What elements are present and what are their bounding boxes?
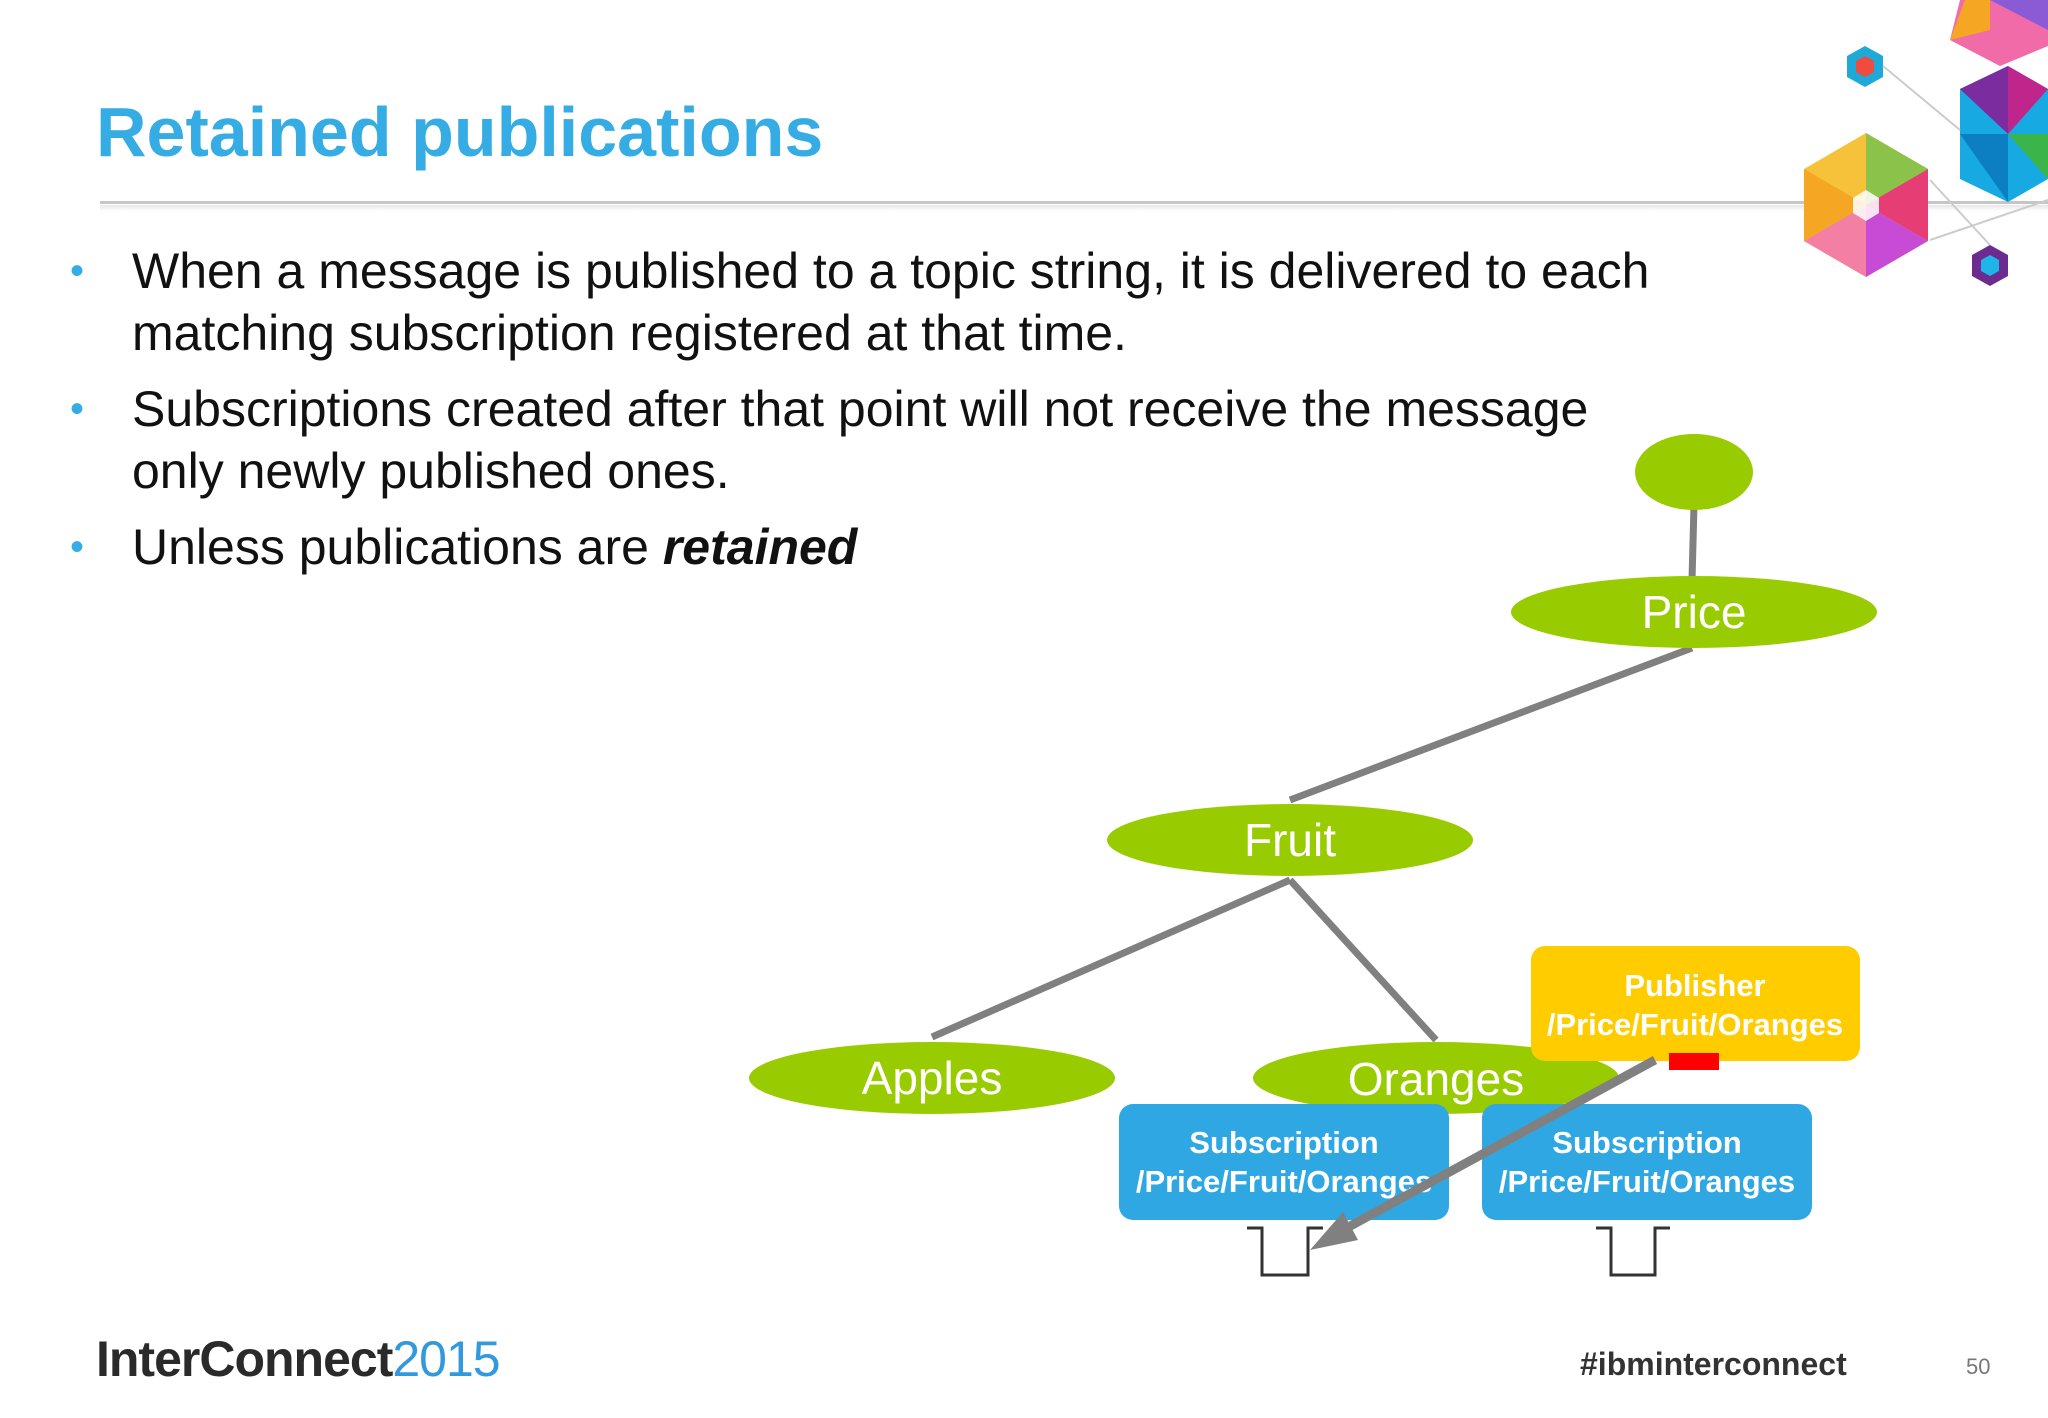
bullet-item: • Subscriptions created after that point… bbox=[70, 378, 1770, 502]
oranges-node-label: Oranges bbox=[1348, 1053, 1524, 1105]
publisher-label: Publisher bbox=[1624, 968, 1765, 1003]
bullet-item: • Unless publications are retained bbox=[70, 516, 1770, 578]
apples-node-label: Apples bbox=[862, 1052, 1003, 1104]
bullet-dot-icon: • bbox=[70, 249, 85, 293]
bullet-line: When a message is published to a topic s… bbox=[132, 243, 1650, 299]
bullet-emphasis: retained bbox=[662, 519, 858, 575]
publisher-topic: /Price/Fruit/Oranges bbox=[1547, 1007, 1843, 1042]
bullet-dot-icon: • bbox=[70, 525, 85, 569]
subscription-box: Subscription /Price/Fruit/Oranges bbox=[1119, 1104, 1449, 1220]
oranges-topic-node: Oranges bbox=[1253, 1042, 1619, 1114]
price-node-label: Price bbox=[1642, 586, 1747, 638]
logo-year: 2015 bbox=[392, 1331, 500, 1387]
publisher-box: Publisher /Price/Fruit/Oranges bbox=[1531, 946, 1860, 1061]
bullet-item: • When a message is published to a topic… bbox=[70, 240, 1770, 364]
title-divider bbox=[100, 201, 2048, 204]
interconnect-logo: InterConnect2015 bbox=[96, 1330, 501, 1388]
root-topic-node bbox=[1635, 434, 1753, 510]
fruit-node-label: Fruit bbox=[1244, 814, 1336, 866]
connector-fruit-apples bbox=[930, 876, 1292, 1041]
logo-wordmark: InterConnect bbox=[96, 1331, 393, 1387]
queue-icon bbox=[1247, 1226, 1323, 1277]
bullet-list: • When a message is published to a topic… bbox=[70, 240, 1770, 592]
queue-icon bbox=[1596, 1226, 1670, 1277]
fruit-topic-node: Fruit bbox=[1107, 804, 1473, 876]
bullet-line: matching subscription registered at that… bbox=[132, 305, 1127, 361]
hashtag-label: #ibminterconnect bbox=[1580, 1346, 1847, 1382]
subscription-box: Subscription /Price/Fruit/Oranges bbox=[1482, 1104, 1812, 1220]
apples-topic-node: Apples bbox=[749, 1042, 1115, 1114]
connector-fruit-oranges bbox=[1287, 877, 1439, 1043]
bullet-line: only newly published ones. bbox=[132, 443, 730, 499]
title-divider-shadow bbox=[100, 205, 2048, 211]
hexagon-decoration-icon bbox=[1804, 0, 2048, 286]
bullet-line: Subscriptions created after that point w… bbox=[132, 381, 1589, 437]
subscription-label: Subscription bbox=[1189, 1125, 1378, 1160]
delivery-arrowhead bbox=[1310, 1212, 1358, 1250]
page-number: 50 bbox=[1966, 1354, 1991, 1379]
subscription-topic: /Price/Fruit/Oranges bbox=[1136, 1164, 1432, 1199]
bullet-dot-icon: • bbox=[70, 387, 85, 431]
slide-title: Retained publications bbox=[96, 93, 824, 171]
bullet-line: Unless publications are retained bbox=[132, 516, 1770, 578]
connector-root-price bbox=[1688, 504, 1698, 581]
retained-message-marker bbox=[1669, 1053, 1719, 1070]
connector-price-fruit bbox=[1288, 644, 1694, 804]
subscription-label: Subscription bbox=[1552, 1125, 1741, 1160]
price-topic-node: Price bbox=[1511, 576, 1877, 648]
subscription-topic: /Price/Fruit/Oranges bbox=[1499, 1164, 1795, 1199]
bullet-text: Unless publications are bbox=[132, 519, 663, 575]
delivery-arrow bbox=[1340, 1056, 1658, 1234]
